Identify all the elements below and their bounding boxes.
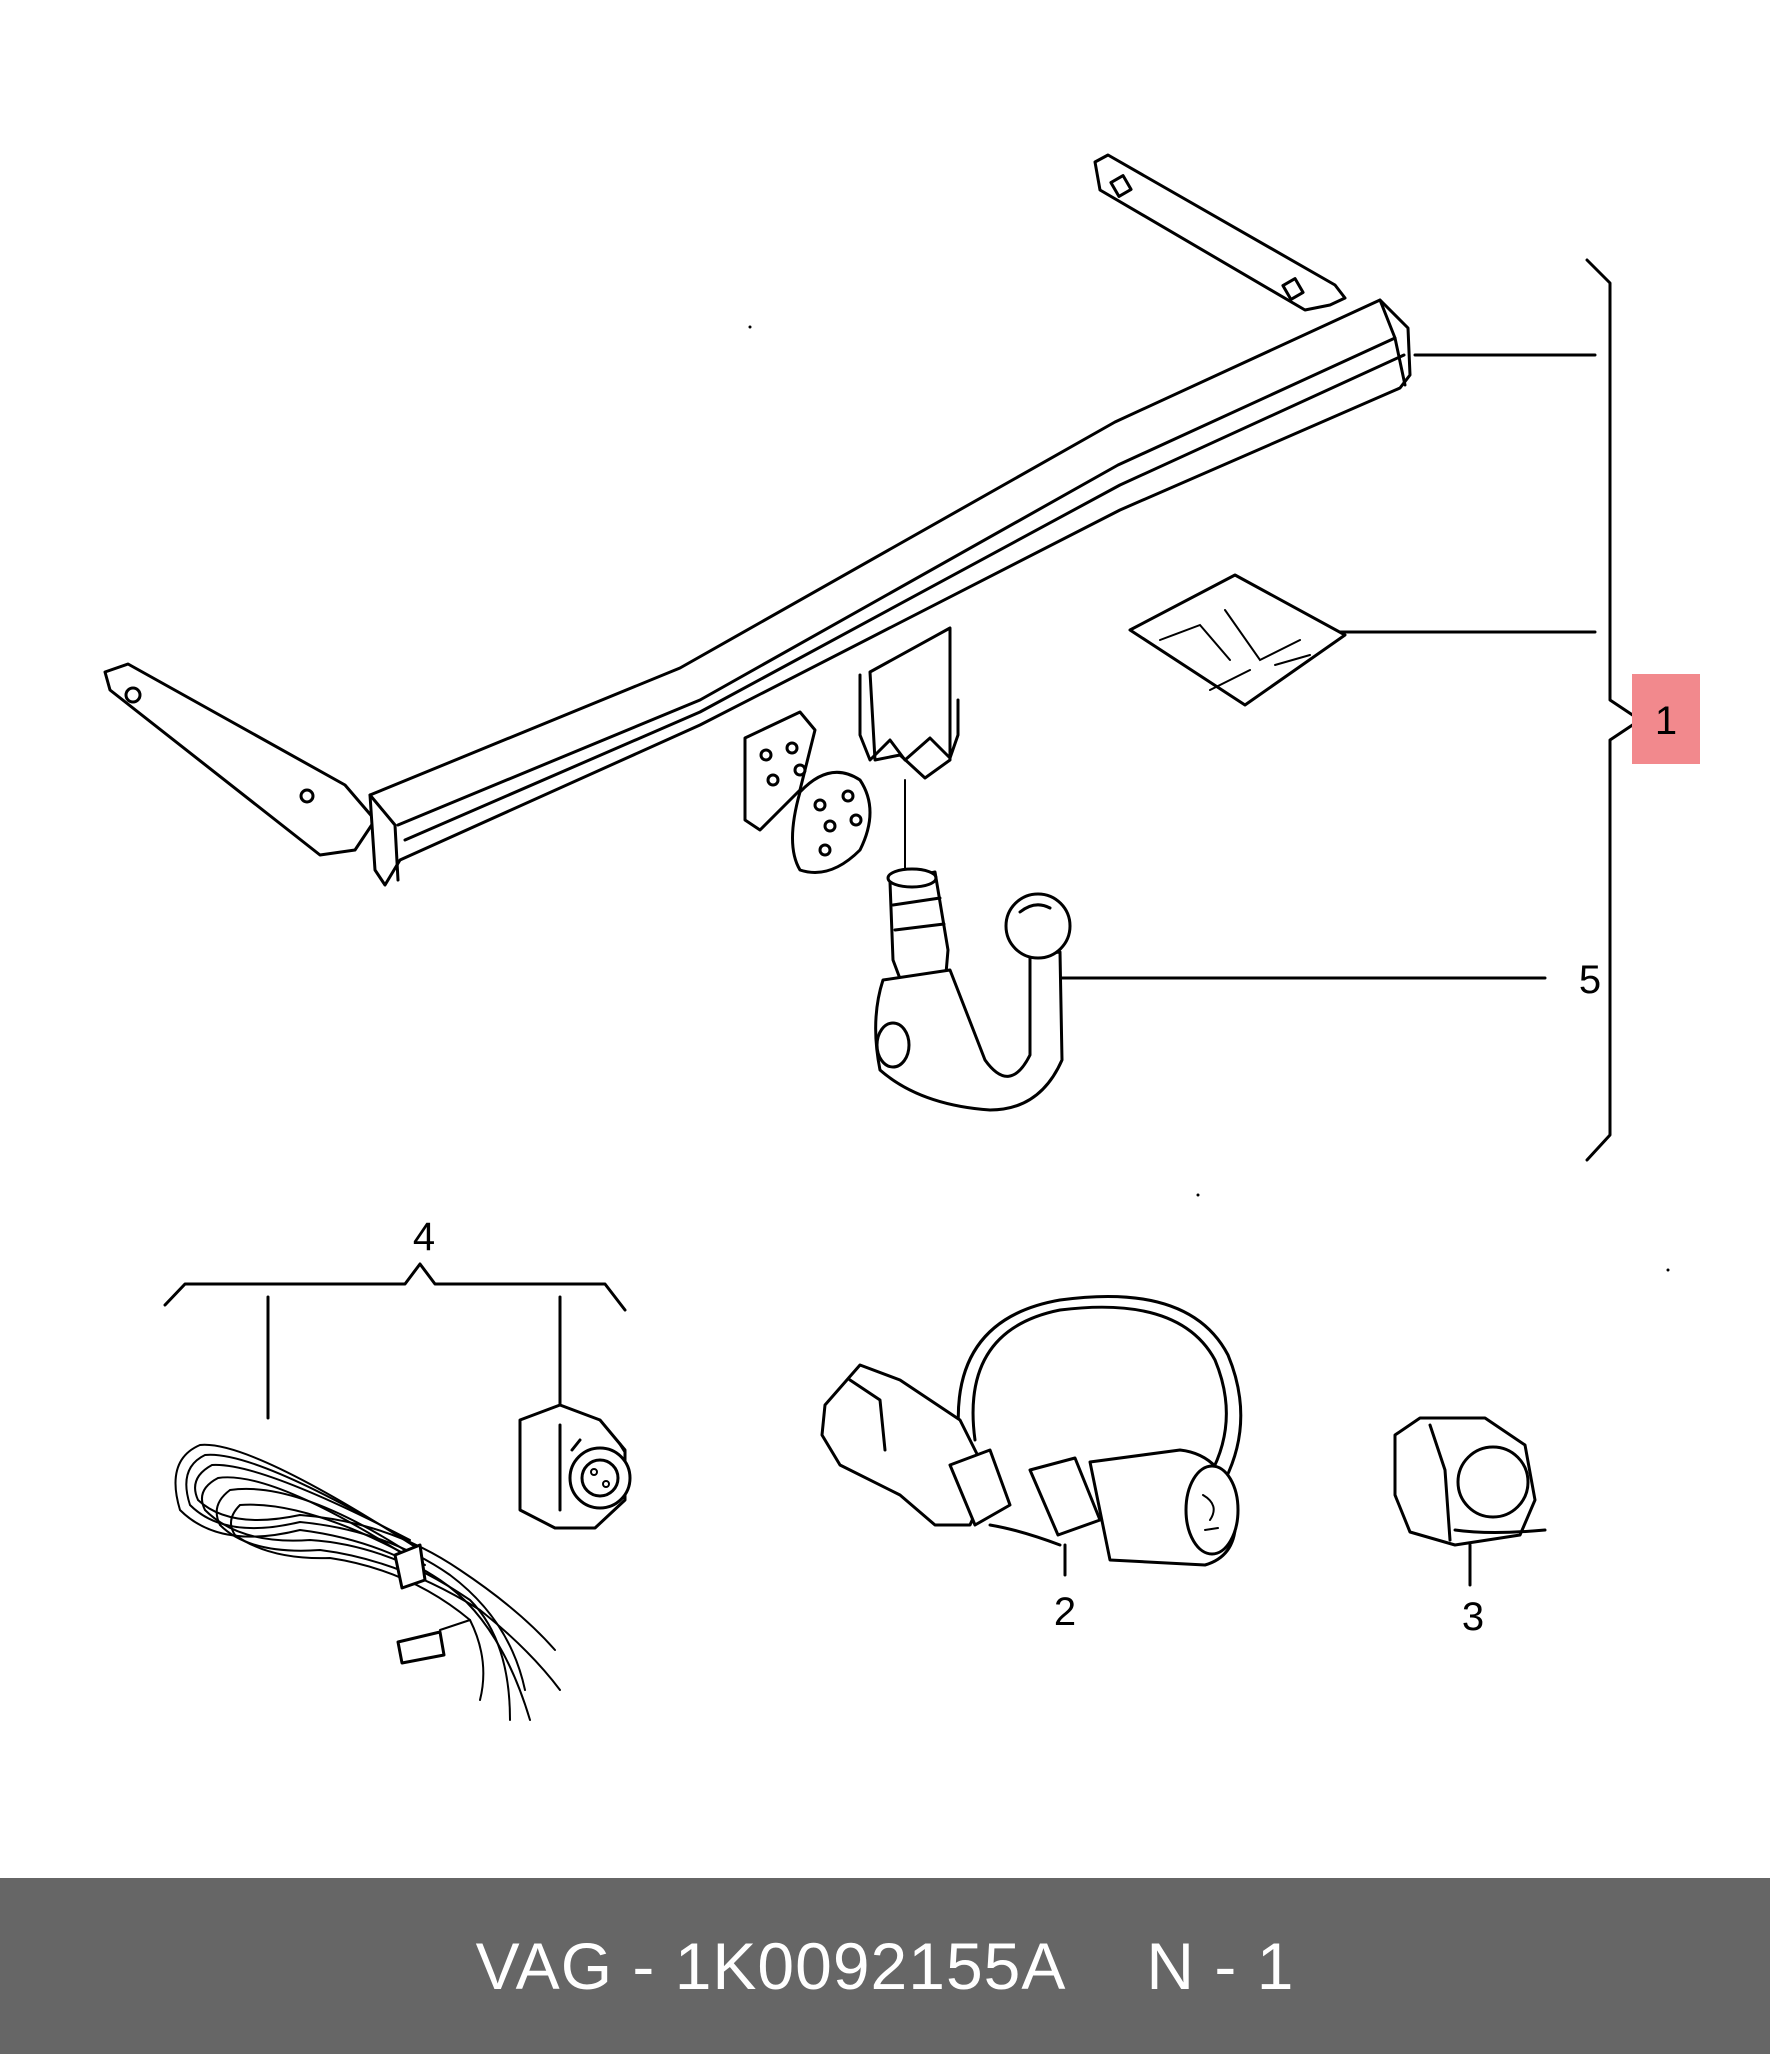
socket-cap	[1393, 1416, 1547, 1547]
socket-insert	[518, 1403, 632, 1530]
wiring-harness	[174, 1443, 561, 1721]
hardware-bag	[1128, 573, 1347, 707]
bracket-4	[163, 1262, 627, 1420]
towbar-crossmember	[103, 153, 1412, 887]
part-number-label: VAG - 1K0092155A	[475, 1929, 1067, 2003]
quantity-label: N - 1	[1146, 1929, 1295, 2003]
callout-1-highlight	[1632, 674, 1700, 764]
parts-diagram: 1 5 4 2	[103, 153, 1700, 1721]
adapter-cable	[820, 1294, 1243, 1567]
callout-2: 2	[1054, 1590, 1076, 1634]
ball-neck	[874, 867, 1072, 1112]
receiver-assembly	[743, 626, 960, 874]
footer-bar: VAG - 1K0092155A N - 1	[0, 1878, 1770, 2054]
callout-4: 4	[413, 1215, 435, 1259]
callout-3: 3	[1462, 1595, 1484, 1639]
callout-1: 1	[1655, 699, 1677, 743]
bracket-1	[1060, 258, 1642, 1162]
callout-5: 5	[1579, 958, 1601, 1002]
